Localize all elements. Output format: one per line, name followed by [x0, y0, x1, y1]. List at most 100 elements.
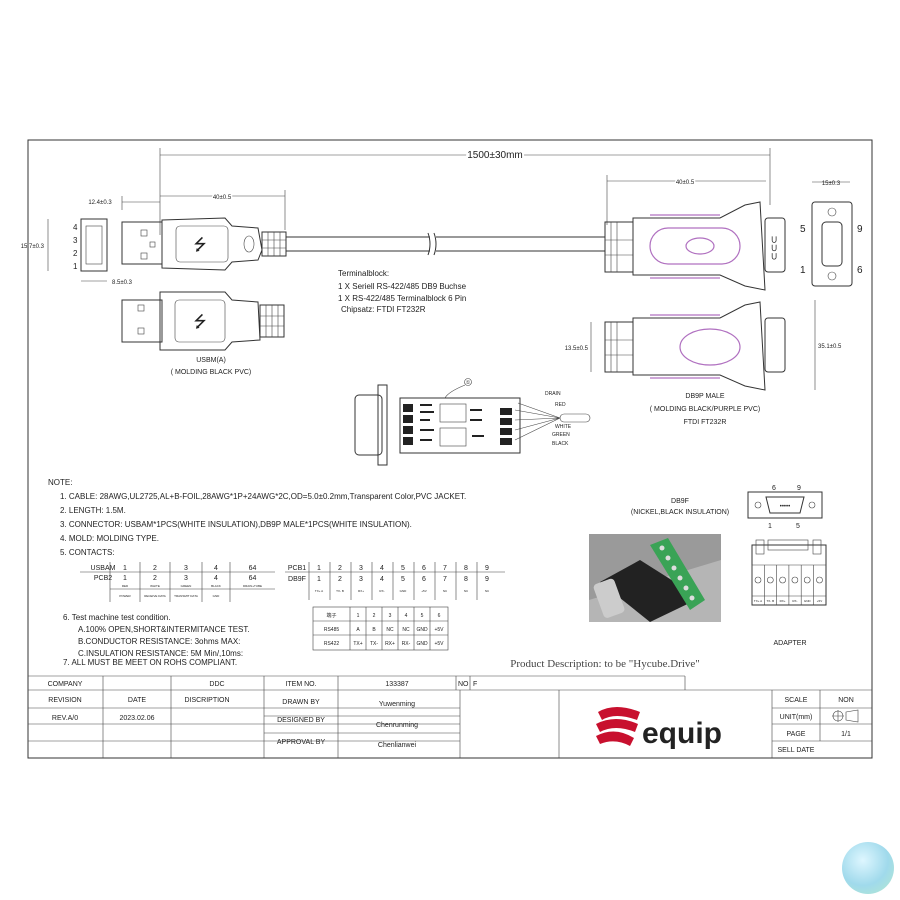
- svg-text:USBM(A): USBM(A): [196, 357, 226, 364]
- svg-text:APPROVAL BY: APPROVAL BY: [277, 739, 326, 746]
- svg-text:DDC: DDC: [209, 681, 224, 688]
- svg-text:F: F: [473, 681, 477, 688]
- table-cell: 1: [317, 565, 321, 572]
- svg-text:(NICKEL,BLACK INSULATION): (NICKEL,BLACK INSULATION): [631, 509, 729, 516]
- svg-text:Chipsatz: FTDI FT232R: Chipsatz: FTDI FT232R: [341, 305, 426, 314]
- usb-a-face-view: 15.7±0.3 4 3 2 1 8.5±0.3: [21, 218, 133, 286]
- svg-text:DRAIN: DRAIN: [545, 391, 561, 397]
- svg-text:REV.A/0: REV.A/0: [52, 715, 78, 722]
- svg-text:5: 5: [796, 523, 800, 530]
- svg-text:NO: NO: [458, 681, 469, 688]
- table-cell: 1: [357, 613, 360, 619]
- table-cell: NC: [464, 589, 469, 593]
- notes-section: NOTE: 1. CABLE: 28AWG,UL2725,AL+B-FOIL,2…: [48, 478, 466, 667]
- db9-male-connector-side: 40±0.5 ⊃⊃⊃: [604, 175, 786, 291]
- table-cell: NC: [485, 589, 490, 593]
- svg-text:BLACK: BLACK: [552, 441, 569, 447]
- svg-text:1: 1: [73, 262, 78, 271]
- svg-text:•••••: •••••: [780, 504, 791, 510]
- table-cell: 2: [153, 565, 157, 572]
- svg-text:DB9F: DB9F: [288, 576, 306, 583]
- table-cell: POWER: [119, 594, 131, 598]
- table-cell: RX+: [385, 641, 395, 647]
- table-cell: 9: [485, 576, 489, 583]
- table-cell: 5: [401, 576, 405, 583]
- svg-text:1: 1: [768, 523, 772, 530]
- table-cell: RECEIVE DATA: [144, 594, 166, 598]
- svg-text:⭍: ⭍: [193, 313, 206, 331]
- table-cell: 2: [338, 576, 342, 583]
- terminal-label: TX- B: [766, 599, 774, 603]
- table-cell: RS485: [324, 627, 340, 633]
- db9f-face-view: DB9F (NICKEL,BLACK INSULATION) ••••• 6 9…: [631, 485, 823, 530]
- table-cell: +5V: [434, 627, 444, 633]
- table-cell: 3: [184, 575, 188, 582]
- svg-text:Terminalblock:: Terminalblock:: [338, 269, 389, 278]
- table-cell: 4: [380, 576, 384, 583]
- table-cell: 1: [317, 576, 321, 583]
- svg-text:Yuwenming: Yuwenming: [379, 701, 415, 708]
- svg-text:6: 6: [857, 265, 863, 276]
- table-cell: TRANSMIT DATA: [174, 594, 198, 598]
- svg-text:UNIT(mm): UNIT(mm): [780, 714, 813, 721]
- table-cell: 2: [153, 575, 157, 582]
- svg-text:5: 5: [800, 224, 806, 235]
- usb-a-connector-top: ⭍ USBM(A) ( MOLDING BLACK PVC): [121, 291, 285, 376]
- terminal-screw: [779, 576, 786, 584]
- svg-text:DB9F: DB9F: [671, 498, 689, 505]
- terminal-label: RX+: [780, 599, 786, 603]
- svg-text:B.CONDUCTOR RESISTANCE: 3ohms: B.CONDUCTOR RESISTANCE: 3ohms MAX:: [78, 637, 240, 646]
- table-cell: GREEN: [181, 584, 192, 588]
- table-cell: 6: [438, 613, 441, 619]
- svg-text:4. MOLD: MOLDING TYPE.: 4. MOLD: MOLDING TYPE.: [60, 534, 159, 543]
- table-cell: 5: [421, 613, 424, 619]
- table-cell: BLACK: [211, 584, 221, 588]
- table-cell: 4: [214, 565, 218, 572]
- table-cell: WHITE: [150, 584, 160, 588]
- table-cell: 8: [464, 576, 468, 583]
- svg-text:3: 3: [73, 236, 78, 245]
- usb-a-connector-side: 40±0.5 12.4±0.3 ⭍: [88, 190, 430, 271]
- table-cell: 端子: [326, 612, 336, 619]
- svg-text:USBAM: USBAM: [91, 565, 116, 572]
- svg-text:3. CONNECTOR: USBAM*1PCS(WHITE: 3. CONNECTOR: USBAM*1PCS(WHITE INSULATIO…: [60, 520, 412, 529]
- svg-text:⊃⊃⊃: ⊃⊃⊃: [768, 235, 779, 260]
- svg-text:DATE: DATE: [128, 697, 146, 704]
- svg-text:9: 9: [857, 224, 863, 235]
- svg-text:4: 4: [73, 223, 78, 232]
- table-cell: RED: [122, 584, 129, 588]
- total-length-label: 1500±30mm: [467, 150, 523, 161]
- table-cell: RX-: [379, 589, 384, 593]
- svg-text:133387: 133387: [385, 681, 408, 688]
- svg-text:13.5±0.5: 13.5±0.5: [565, 346, 589, 352]
- svg-text:SCALE: SCALE: [785, 697, 808, 704]
- svg-text:PCB1: PCB1: [288, 565, 306, 572]
- table-cell: 4: [214, 575, 218, 582]
- table-border: [312, 606, 449, 651]
- svg-text:⭍: ⭍: [193, 236, 206, 254]
- svg-text:40±0.5: 40±0.5: [213, 195, 232, 201]
- svg-text:FTDI FT232R: FTDI FT232R: [684, 419, 727, 426]
- svg-text:PAGE: PAGE: [787, 731, 806, 738]
- svg-text:C.INSULATION RESISTANCE: 5M Mi: C.INSULATION RESISTANCE: 5M Min/,10ms:: [78, 649, 243, 658]
- svg-text:( MOLDING BLACK PVC): ( MOLDING BLACK PVC): [171, 369, 252, 376]
- svg-text:Chenrunming: Chenrunming: [376, 722, 418, 729]
- table-cell: GND: [416, 641, 428, 647]
- svg-text:( MOLDING BLACK/PURPLE PVC): ( MOLDING BLACK/PURPLE PVC): [650, 406, 760, 413]
- terminal-label: GND: [804, 599, 812, 603]
- svg-text:SELL DATE: SELL DATE: [778, 747, 815, 754]
- svg-text:1 X Seriell RS-422/485 DB9 Buc: 1 X Seriell RS-422/485 DB9 Buchse: [338, 282, 467, 291]
- equip-logo: equip: [596, 707, 722, 750]
- table-cell: 64: [249, 575, 257, 582]
- table-cell: TX+: [353, 641, 362, 647]
- terminal-screw: [803, 576, 811, 584]
- projection-symbol-icon: [832, 709, 859, 723]
- svg-text:35.1±0.5: 35.1±0.5: [818, 344, 842, 350]
- db9-male-face-view: 15±0.3 5 9 1 6: [800, 181, 863, 287]
- adapter-photo: [589, 534, 721, 622]
- cable-break: [427, 232, 437, 256]
- svg-text:NOTE:: NOTE:: [48, 478, 72, 487]
- total-length-dimension: 1500±30mm: [159, 148, 771, 235]
